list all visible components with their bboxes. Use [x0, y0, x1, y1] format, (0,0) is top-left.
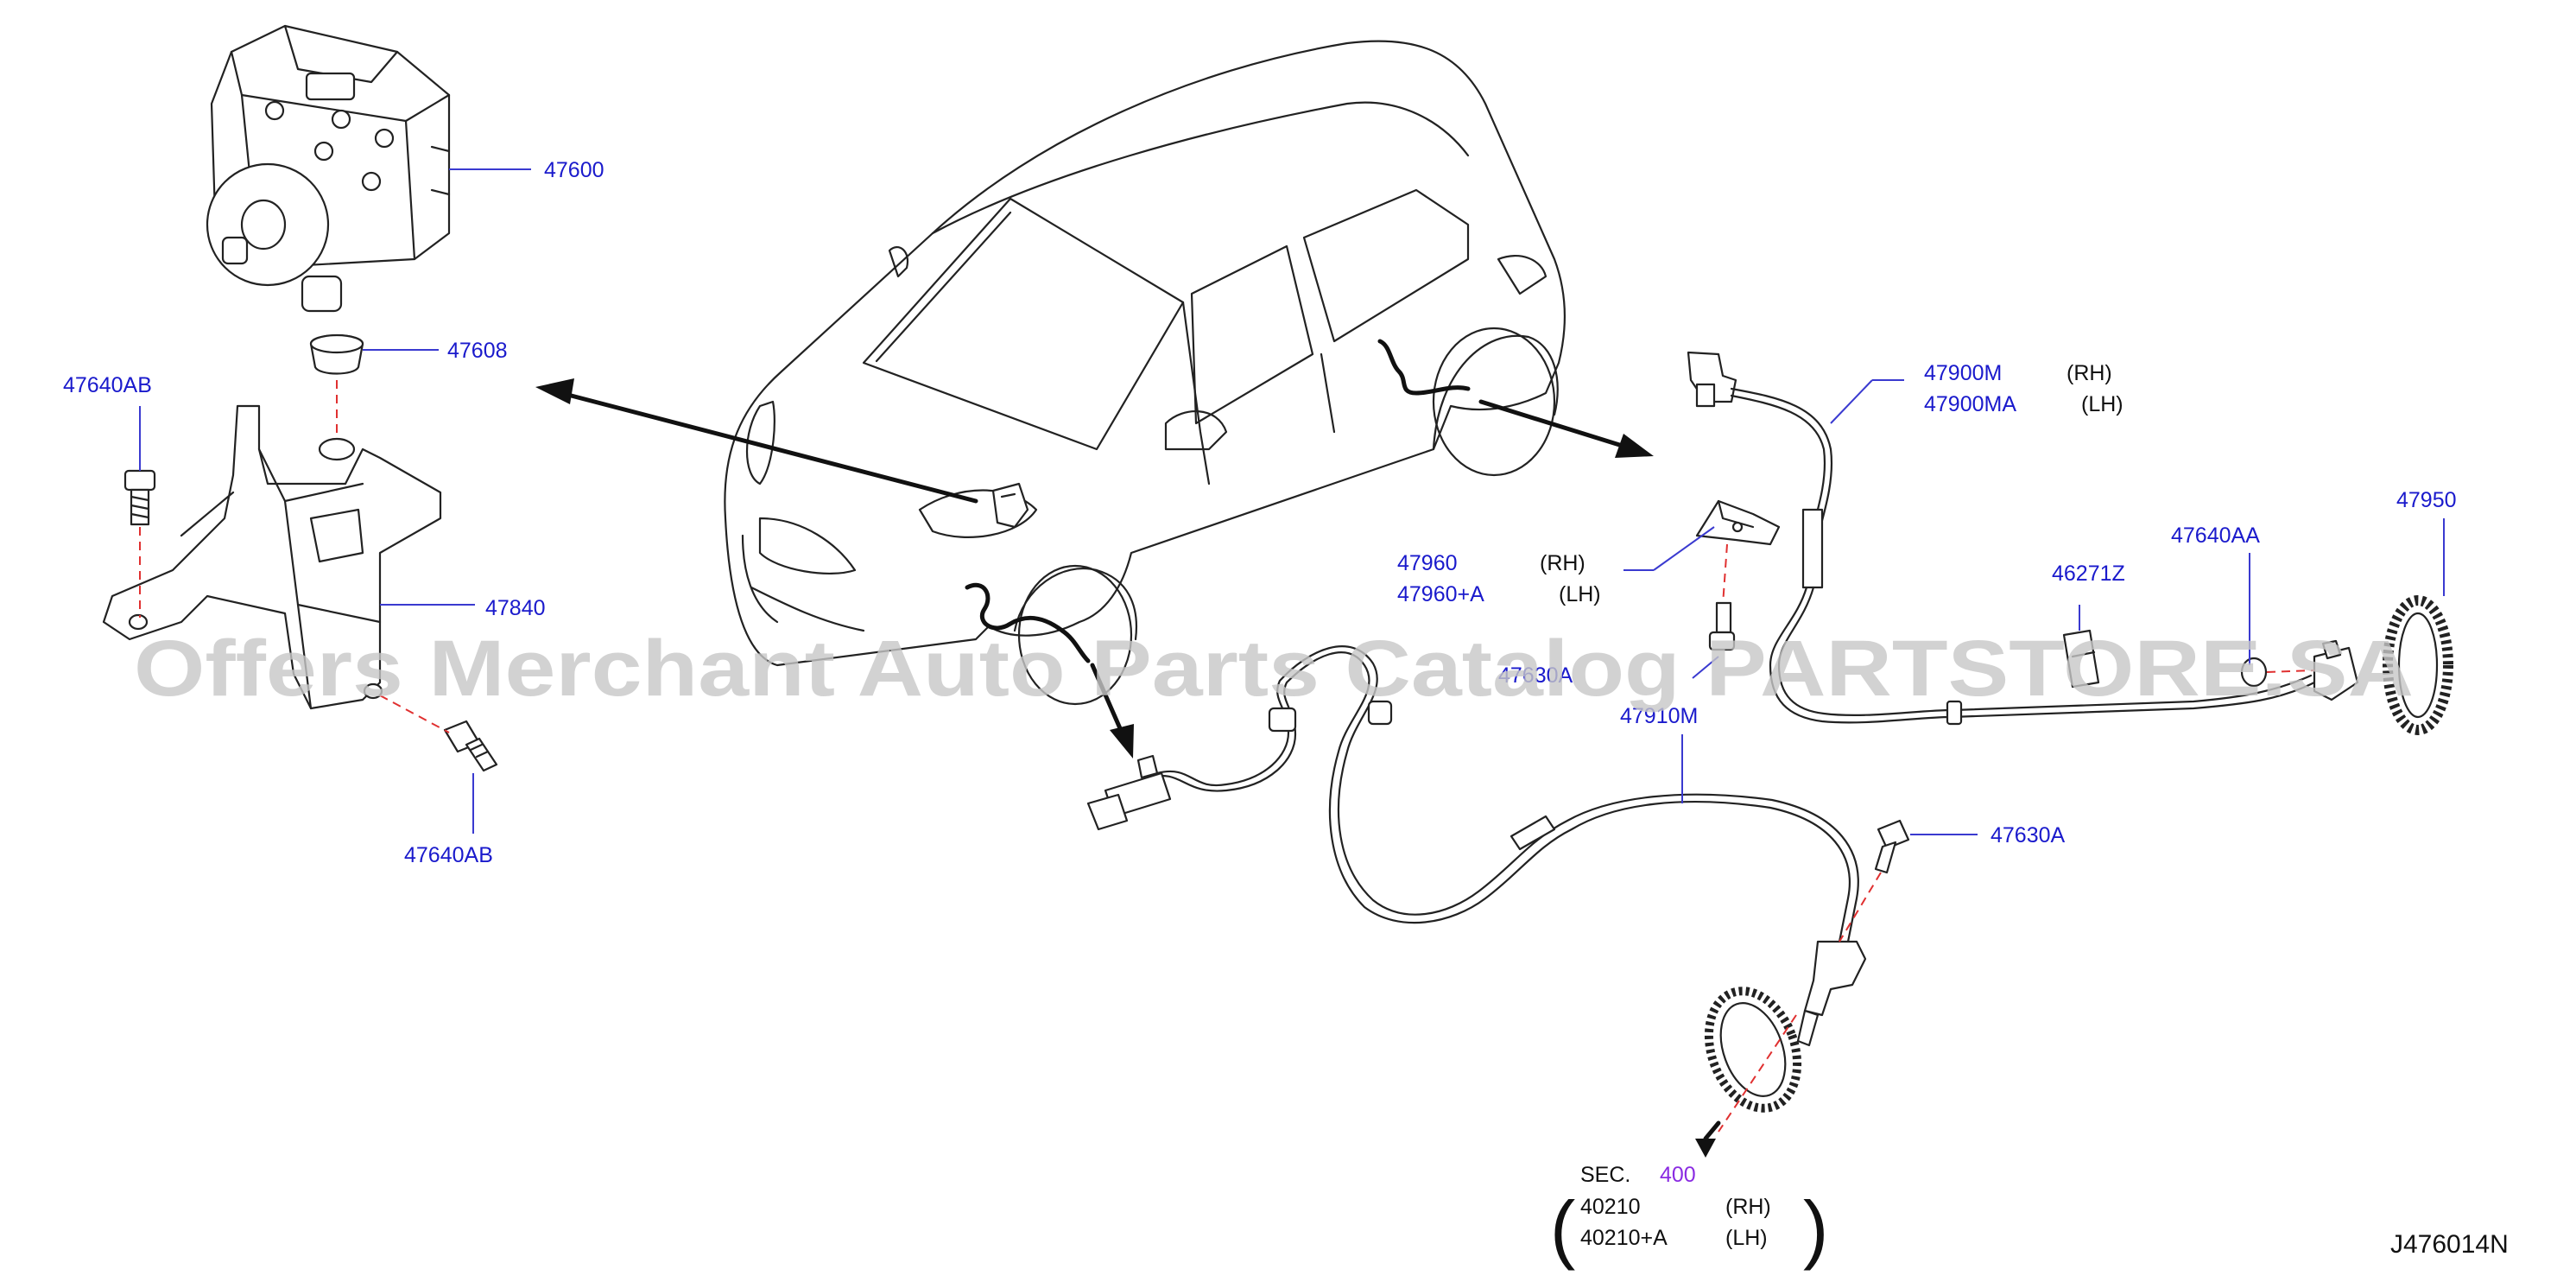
- label-47608[interactable]: 47608: [447, 339, 508, 363]
- label-lh-47900MA: (LH): [2081, 392, 2123, 416]
- bolt-47630A-front: [1874, 819, 1910, 874]
- section-reference: SEC. 400 ( 40210 (RH) 40210+A (LH) ): [1550, 1163, 1828, 1271]
- label-47960A[interactable]: 47960+A: [1397, 582, 1484, 606]
- bracket-47840: [102, 404, 442, 710]
- leader-47960: [1653, 526, 1715, 571]
- part-labels: 47600 47608 47640AB 47840 47640AB 47900M…: [63, 158, 2457, 867]
- front-sensor-rotor: [1704, 987, 1802, 1113]
- sec-400-link[interactable]: 400: [1660, 1163, 1696, 1187]
- guide-47630A-front: [1839, 872, 1882, 942]
- bolt-47630A-mid: [1708, 601, 1736, 651]
- label-lh-47960A: (LH): [1559, 582, 1601, 606]
- label-47640AB-bottom[interactable]: 47640AB: [404, 843, 493, 867]
- paren-close: ): [1803, 1185, 1828, 1271]
- bracket-47960: [1695, 499, 1781, 546]
- abs-actuator-47600: [206, 24, 451, 313]
- sec-item-40210A: 40210+A: [1580, 1226, 1668, 1250]
- label-47600[interactable]: 47600: [544, 158, 604, 182]
- watermark: Offers Merchant Auto Parts Catalog PARTS…: [134, 625, 2414, 713]
- label-rh-47960: (RH): [1540, 551, 1585, 575]
- label-47640AB-top[interactable]: 47640AB: [63, 373, 152, 397]
- label-47840[interactable]: 47840: [485, 596, 546, 620]
- label-47910M[interactable]: 47910M: [1620, 704, 1698, 728]
- leader-47900M: [1830, 379, 1873, 424]
- bolt-47640AB-bottom: [443, 720, 498, 772]
- bolt-47640AB-top: [123, 469, 156, 526]
- label-46271Z[interactable]: 46271Z: [2052, 562, 2125, 586]
- label-47630A-mid[interactable]: 47630A: [1498, 663, 1573, 688]
- label-47950[interactable]: 47950: [2396, 488, 2457, 512]
- rear-sensor-rotor-47950: [2383, 595, 2453, 735]
- leader-47630A-mid: [1692, 656, 1719, 679]
- front-sensor-harness-47910M: [1086, 645, 1867, 1047]
- diagram-code: J476014N: [2390, 1230, 2509, 1259]
- guide-47960: [1722, 543, 1728, 606]
- pointer-arrows: [535, 378, 1721, 1158]
- grommet-47608: [309, 333, 364, 375]
- sec-item-40210A-side: (LH): [1725, 1226, 1768, 1250]
- sec-prefix: SEC.: [1580, 1163, 1630, 1187]
- label-47630A[interactable]: 47630A: [1991, 823, 2066, 847]
- sec-item-40210-side: (RH): [1725, 1195, 1771, 1219]
- car-illustration: [724, 40, 1566, 706]
- label-47900M[interactable]: 47900M: [1924, 361, 2002, 385]
- label-47960[interactable]: 47960: [1397, 551, 1458, 575]
- label-47640AA[interactable]: 47640AA: [2171, 524, 2260, 548]
- guide-47640AA: [2266, 670, 2315, 673]
- label-47900MA[interactable]: 47900MA: [1924, 392, 2016, 416]
- guide-47640AB-bottom: [379, 695, 450, 733]
- paren-open: (: [1550, 1185, 1575, 1271]
- rear-sensor-harness-47900M: [1687, 351, 2359, 726]
- sec-item-40210: 40210: [1580, 1195, 1641, 1219]
- label-rh-47900M: (RH): [2066, 361, 2112, 385]
